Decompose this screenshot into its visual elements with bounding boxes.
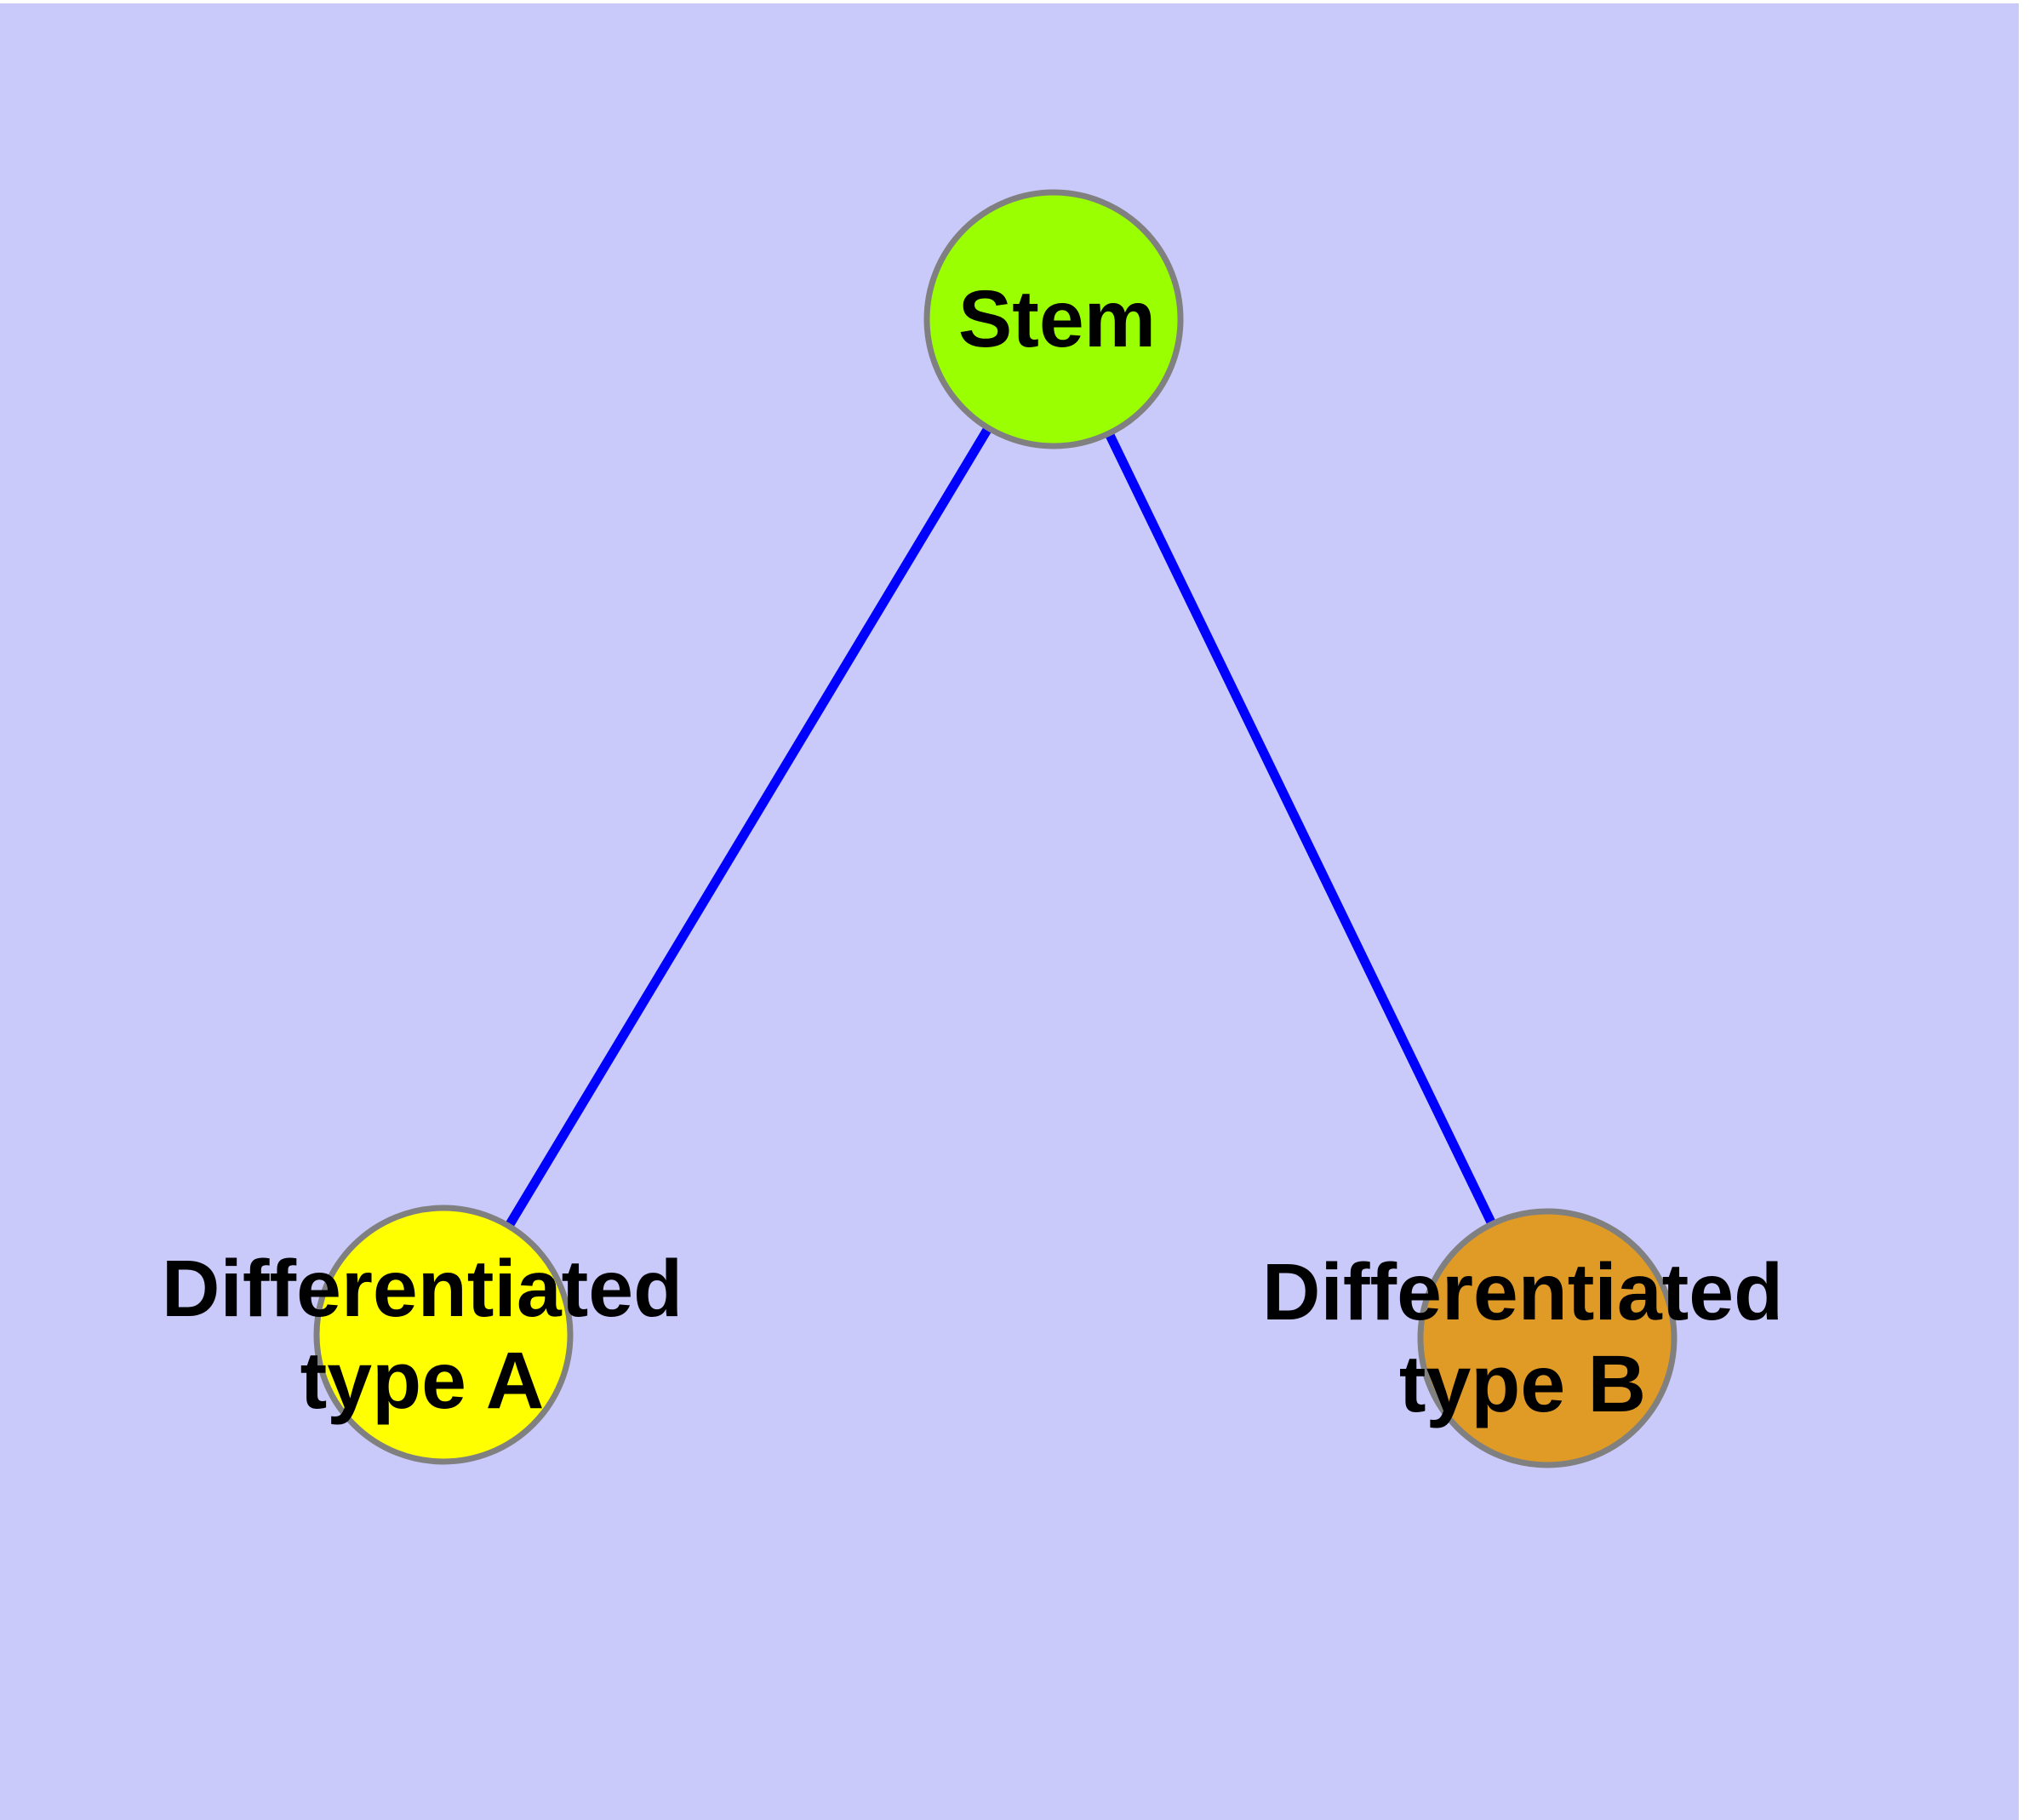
node-stem[interactable] (923, 189, 1184, 449)
node-label-line: type A (300, 1336, 545, 1426)
node-label-line: Differentiated (162, 1244, 683, 1334)
node-differentiated-type-b[interactable] (1417, 1208, 1677, 1468)
edge-stem-to-differentiated-type-b[interactable] (1102, 426, 1499, 1231)
node-label-line: type B (1399, 1339, 1646, 1429)
edge-stem-to-differentiated-type-a[interactable] (501, 421, 996, 1233)
node-label-line: Differentiated (1262, 1247, 1783, 1337)
node-layer (313, 189, 1677, 1468)
edge-layer (501, 421, 1499, 1233)
node-label-stem: Stem (958, 274, 1156, 364)
node-label-line: Stem (958, 274, 1156, 364)
node-differentiated-type-a[interactable] (313, 1205, 574, 1465)
